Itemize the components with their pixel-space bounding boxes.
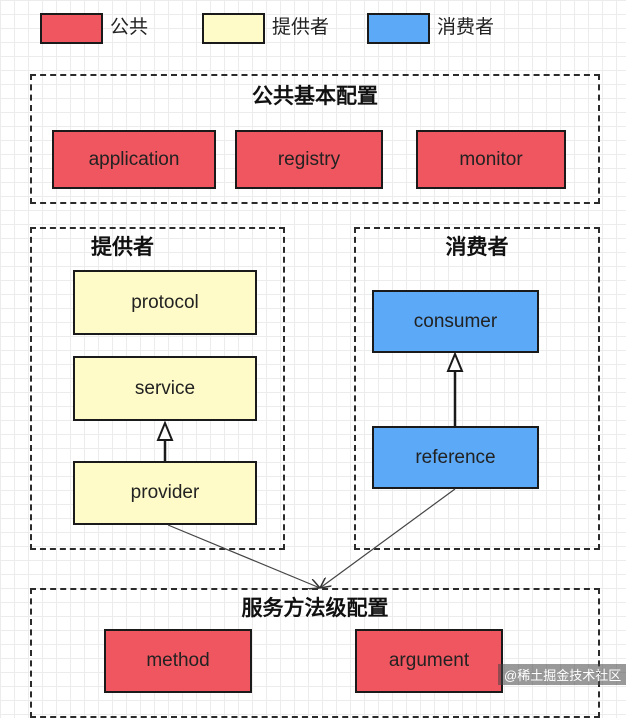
legend-label-public: 公共 bbox=[110, 17, 149, 38]
legend-label-consumer: 消费者 bbox=[437, 17, 495, 38]
node-application[interactable]: application bbox=[52, 130, 216, 189]
group-provider: 提供者 bbox=[30, 227, 285, 550]
legend-swatch-consumer bbox=[367, 13, 430, 44]
legend-swatch-provider bbox=[202, 13, 265, 44]
node-argument[interactable]: argument bbox=[355, 629, 503, 693]
node-method[interactable]: method bbox=[104, 629, 252, 693]
group-title-public-config: 公共基本配置 bbox=[252, 84, 378, 108]
node-provider[interactable]: provider bbox=[73, 461, 257, 525]
legend-label-provider: 提供者 bbox=[272, 17, 330, 38]
group-consumer: 消费者 bbox=[354, 227, 600, 550]
node-service[interactable]: service bbox=[73, 356, 257, 421]
node-consumer[interactable]: consumer bbox=[372, 290, 539, 353]
group-public-config: 公共基本配置 bbox=[30, 74, 600, 204]
group-title-method-config: 服务方法级配置 bbox=[241, 596, 389, 620]
watermark: @稀土掘金技术社区 bbox=[498, 664, 626, 685]
node-reference[interactable]: reference bbox=[372, 426, 539, 489]
node-registry[interactable]: registry bbox=[235, 130, 383, 189]
group-title-provider: 提供者 bbox=[91, 235, 154, 259]
node-monitor[interactable]: monitor bbox=[416, 130, 566, 189]
group-title-consumer: 消费者 bbox=[445, 235, 509, 259]
legend-swatch-public bbox=[40, 13, 103, 44]
node-protocol[interactable]: protocol bbox=[73, 270, 257, 335]
